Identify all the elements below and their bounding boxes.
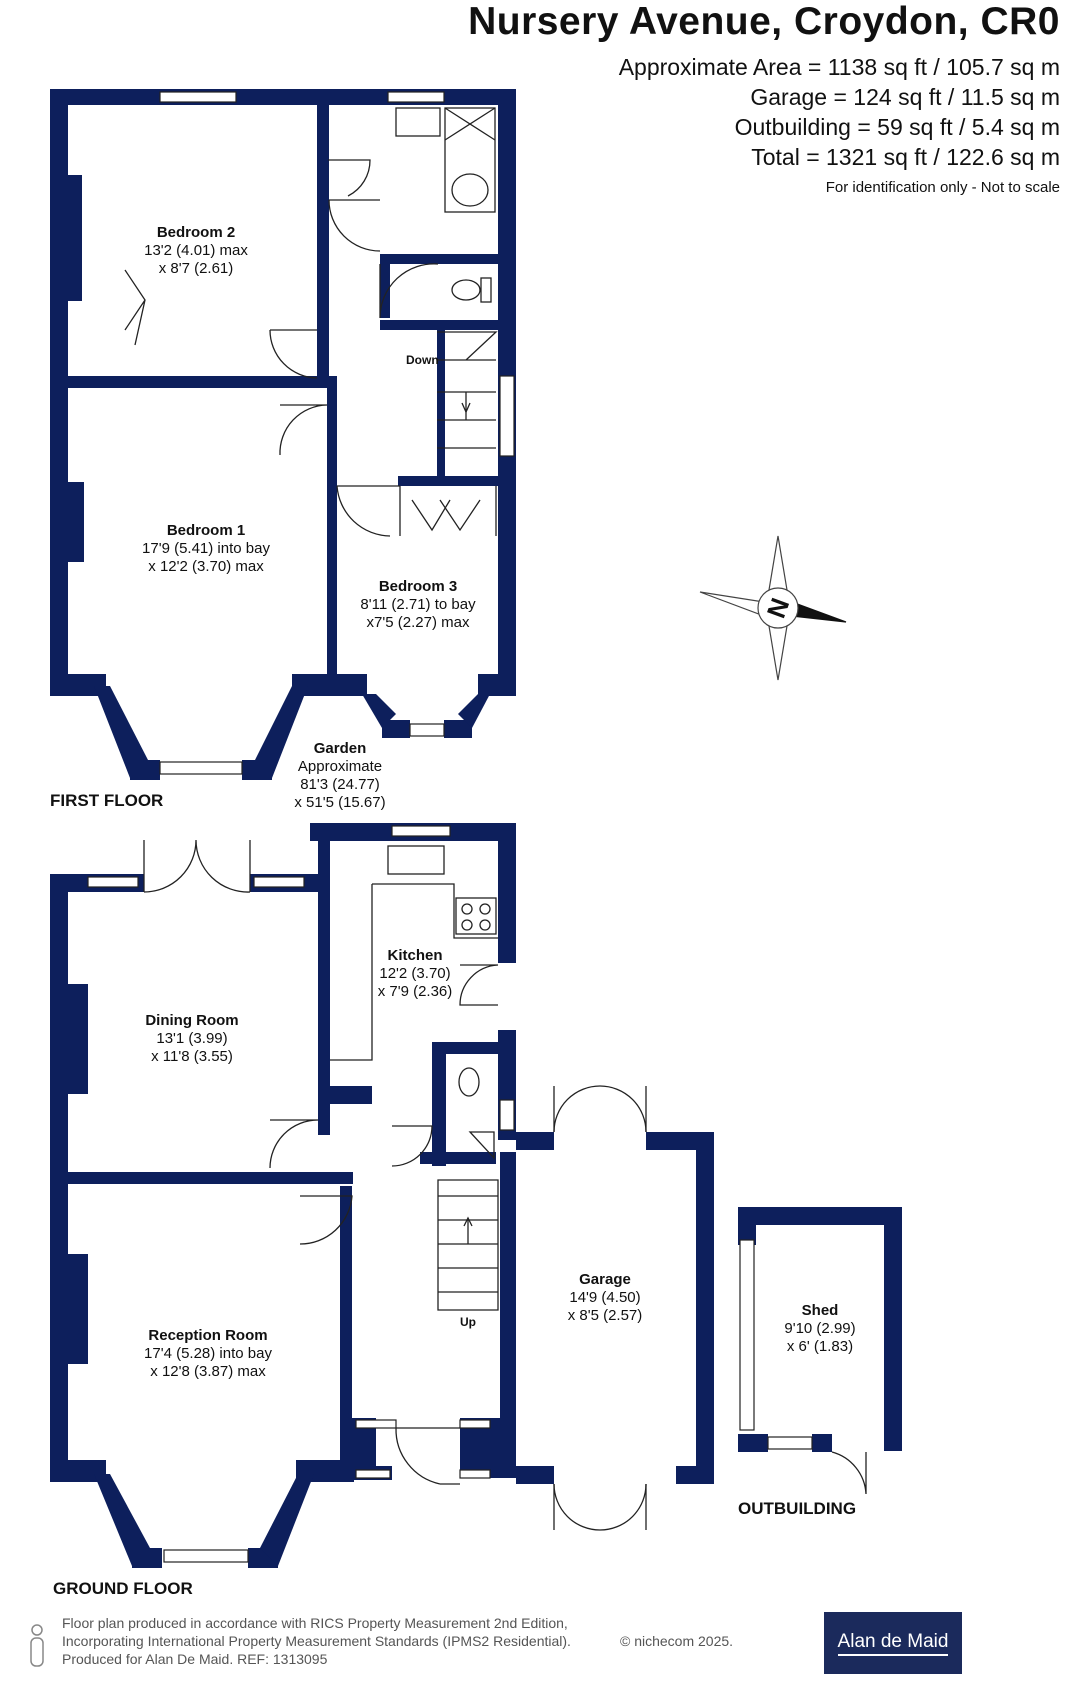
bedroom2-name: Bedroom 2 [157,224,235,241]
reception-dim1: 17'4 (5.28) into bay [144,1345,272,1362]
reception-dim2: x 12'8 (3.87) max [150,1363,266,1380]
kitchen-dim2: x 7'9 (2.36) [378,983,453,1000]
dining-dim2: x 11'8 (3.55) [151,1048,233,1065]
bedroom3-dim2: x7'5 (2.27) max [367,614,470,631]
area-summary: Approximate Area = 1138 sq ft / 105.7 sq… [619,52,1060,172]
area-outbuilding: Outbuilding = 59 sq ft / 5.4 sq m [734,114,1060,140]
garden-dim2: 81'3 (24.77) [300,776,380,793]
footer-line2: Incorporating International Property Mea… [62,1633,571,1649]
stairs-down-label: Down [406,353,439,367]
bedroom1-dim1: 17'9 (5.41) into bay [142,540,270,557]
shed-dim1: 9'10 (2.99) [784,1320,855,1337]
area-total: Total = 1321 sq ft / 122.6 sq m [751,144,1060,170]
footer-line1: Floor plan produced in accordance with R… [62,1615,568,1631]
ground-floor-label: GROUND FLOOR [53,1579,193,1598]
copyright: © nichecom 2025. [620,1633,734,1649]
bedroom2-dim2: x 8'7 (2.61) [159,260,234,277]
stairs-up-label: Up [460,1315,476,1329]
reception-name: Reception Room [148,1327,267,1344]
garden-dim1: Approximate [298,758,382,775]
property-title: Nursery Avenue, Croydon, CR0 [468,0,1060,43]
room-labels: Bedroom 2 13'2 (4.01) max x 8'7 (2.61) B… [142,224,856,1380]
outbuilding-label: OUTBUILDING [738,1499,856,1518]
agency-logo: Alan de Maid [824,1612,962,1674]
bedroom2-dim1: 13'2 (4.01) max [144,242,248,259]
shed-dim2: x 6' (1.83) [787,1338,853,1355]
kitchen-dim1: 12'2 (3.70) [379,965,450,982]
garage-dim1: 14'9 (4.50) [569,1289,640,1306]
garage-name: Garage [579,1271,631,1288]
garage-dim2: x 8'5 (2.57) [568,1307,643,1324]
logo-text: Alan de Maid [837,1631,949,1656]
bedroom3-name: Bedroom 3 [379,578,457,595]
footer-line3: Produced for Alan De Maid. REF: 1313095 [62,1651,328,1667]
person-icon [30,1624,44,1667]
kitchen-name: Kitchen [387,947,442,964]
bedroom1-dim2: x 12'2 (3.70) max [148,558,264,575]
shed-name: Shed [802,1302,839,1319]
compass-icon: N [699,535,847,681]
first-floor-label: FIRST FLOOR [50,791,163,810]
footer-text: Floor plan produced in accordance with R… [62,1614,571,1668]
doors-fixtures [124,107,867,1531]
garden-name: Garden [314,740,367,757]
dining-dim1: 13'1 (3.99) [156,1030,227,1047]
windows [87,91,813,1563]
scale-note: For identification only - Not to scale [825,179,1060,196]
dining-name: Dining Room [145,1012,238,1029]
bedroom1-name: Bedroom 1 [167,522,245,539]
area-approx: Approximate Area = 1138 sq ft / 105.7 sq… [618,54,1060,80]
garden-dim3: x 51'5 (15.67) [294,794,385,811]
bedroom3-dim1: 8'11 (2.71) to bay [360,596,476,613]
area-garage: Garage = 124 sq ft / 11.5 sq m [750,84,1060,110]
